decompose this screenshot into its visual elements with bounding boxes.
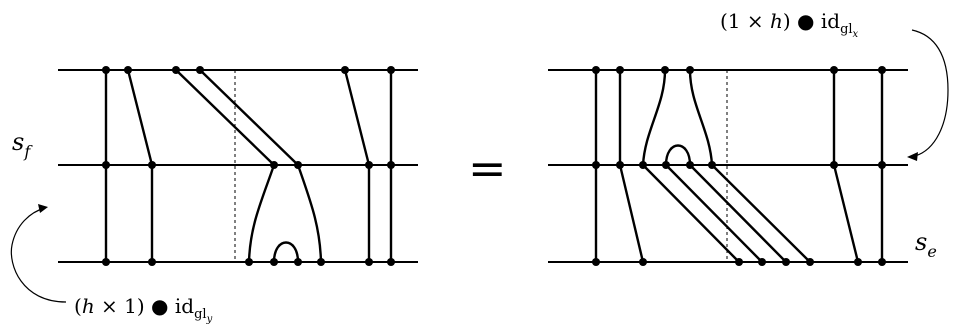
node bbox=[639, 161, 647, 169]
node bbox=[878, 66, 886, 74]
right-diagram bbox=[548, 66, 908, 266]
top-right-arrow bbox=[911, 29, 949, 157]
node bbox=[102, 66, 110, 74]
right-diagonal-strand bbox=[664, 163, 764, 264]
bottom-left-arrow bbox=[10, 207, 67, 303]
equals-sign: = bbox=[468, 141, 507, 195]
left-strand bbox=[126, 68, 154, 167]
node bbox=[616, 161, 624, 169]
node bbox=[830, 161, 838, 169]
node bbox=[270, 258, 278, 266]
node bbox=[782, 258, 790, 266]
node bbox=[830, 66, 838, 74]
node bbox=[124, 66, 132, 74]
node bbox=[758, 258, 766, 266]
node bbox=[592, 66, 600, 74]
node bbox=[878, 161, 886, 169]
node bbox=[148, 161, 156, 169]
label-s-e: se bbox=[915, 228, 937, 261]
node bbox=[317, 258, 325, 266]
node bbox=[639, 258, 647, 266]
node bbox=[387, 66, 395, 74]
node bbox=[592, 161, 600, 169]
node bbox=[102, 258, 110, 266]
node bbox=[662, 161, 670, 169]
top-right-arrowhead bbox=[907, 152, 918, 161]
left-strand bbox=[343, 68, 371, 167]
node bbox=[294, 258, 302, 266]
left-diagonal-strand bbox=[174, 68, 276, 167]
left-merge-strand bbox=[247, 163, 276, 264]
node bbox=[686, 66, 694, 74]
right-split-strand bbox=[688, 68, 714, 167]
node bbox=[148, 258, 156, 266]
node bbox=[661, 66, 669, 74]
node bbox=[387, 161, 395, 169]
node bbox=[735, 258, 743, 266]
node bbox=[365, 258, 373, 266]
label-s-f: sf bbox=[12, 128, 33, 161]
node bbox=[196, 66, 204, 74]
node bbox=[806, 258, 814, 266]
node bbox=[341, 66, 349, 74]
bottom-left-annotation: (h × 1) ● idgly bbox=[74, 294, 213, 325]
node bbox=[854, 258, 862, 266]
left-cap bbox=[272, 241, 300, 264]
left-nodes bbox=[102, 66, 395, 266]
right-diagonal-strand bbox=[641, 163, 741, 264]
top-right-annotation: (1 × h) ● idglx bbox=[720, 9, 859, 40]
node bbox=[616, 66, 624, 74]
node bbox=[686, 161, 694, 169]
right-split-strand bbox=[641, 68, 667, 167]
node bbox=[708, 161, 716, 169]
node bbox=[387, 258, 395, 266]
left-diagonal-strand bbox=[198, 68, 300, 167]
node bbox=[365, 161, 373, 169]
node bbox=[270, 161, 278, 169]
left-merge-strand bbox=[296, 163, 323, 264]
right-diagonal-strand bbox=[710, 163, 812, 264]
node bbox=[592, 258, 600, 266]
left-diagram bbox=[58, 66, 418, 266]
node bbox=[245, 258, 253, 266]
bottom-left-arrowhead bbox=[38, 204, 48, 213]
node bbox=[294, 161, 302, 169]
right-strand bbox=[618, 163, 645, 264]
right-nodes bbox=[592, 66, 886, 266]
right-diagonal-strand bbox=[688, 163, 788, 264]
node bbox=[878, 258, 886, 266]
node bbox=[102, 161, 110, 169]
node bbox=[172, 66, 180, 74]
right-strand bbox=[832, 163, 860, 264]
right-cap bbox=[664, 144, 692, 167]
